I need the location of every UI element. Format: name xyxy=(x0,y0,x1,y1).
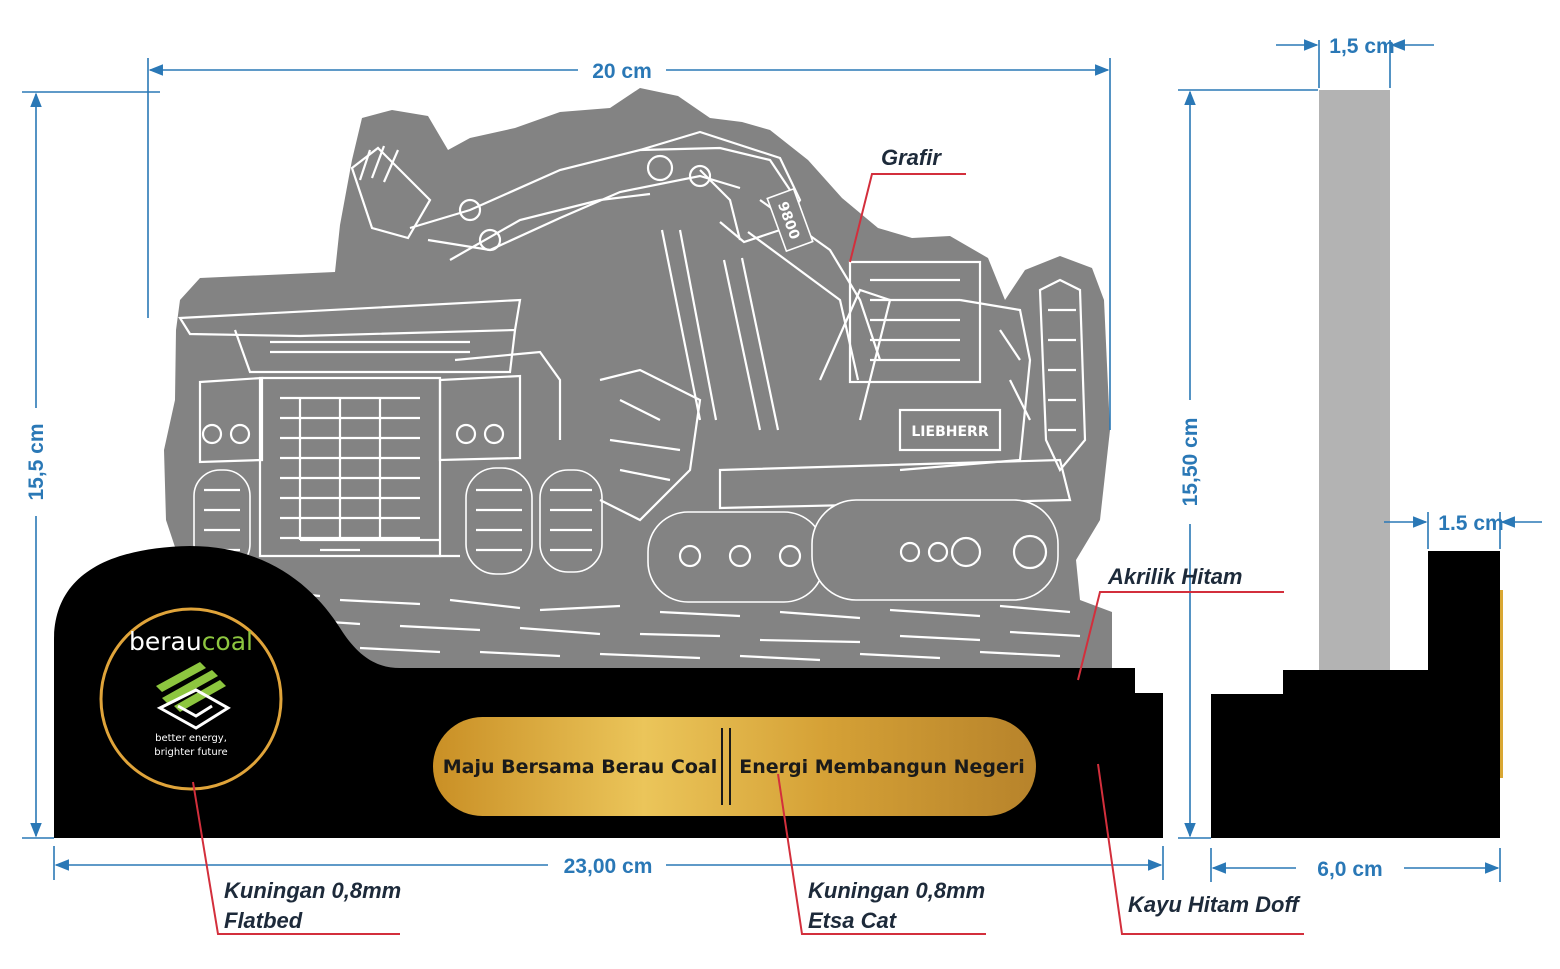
acrylic-panel: LIEBHERR 9800 xyxy=(164,88,1112,668)
side-view xyxy=(1211,90,1503,838)
logo-mark-icon xyxy=(156,662,231,730)
logo-tagline-line2: brighter future xyxy=(154,747,227,758)
side-brass-edge xyxy=(1500,590,1503,778)
dimension-lines: 20 cm 15,5 cm 23,00 cm 15,50 cm 1,5 cm 1… xyxy=(22,35,1542,882)
brass-plate: Maju Bersama Berau Coal Energi Membangun… xyxy=(433,717,1036,816)
callout-base-material: Kayu Hitam Doff xyxy=(1128,892,1301,917)
berau-coal-logo: beraucoal better energy, brighter future xyxy=(99,607,283,791)
side-back-block xyxy=(1428,551,1500,694)
callout-plate-material-line1: Kuningan 0,8mm xyxy=(808,878,985,903)
plate-right-text: Energi Membangun Negeri xyxy=(739,756,1024,778)
excavator-brand-label: LIEBHERR xyxy=(911,424,988,440)
logo-tagline-line1: better energy, xyxy=(155,733,227,744)
dim-side-back-thickness: 1.5 cm xyxy=(1438,512,1503,535)
dim-left-height: 15,5 cm xyxy=(25,423,48,500)
brass-plate-body xyxy=(433,717,1036,816)
black-acrylic-strip xyxy=(380,668,1135,693)
callout-black-acrylic: Akrilik Hitam xyxy=(1107,564,1243,589)
side-wood-base xyxy=(1211,694,1500,838)
dim-base-width: 23,00 cm xyxy=(564,855,653,878)
dim-top-width: 20 cm xyxy=(592,60,652,83)
dim-side-acrylic-thickness: 1,5 cm xyxy=(1329,35,1394,58)
callout-logo-material-line1: Kuningan 0,8mm xyxy=(224,878,401,903)
excavator-illustration: LIEBHERR 9800 xyxy=(350,130,1087,603)
callouts: Grafir Akrilik Hitam Kuningan 0,8mm Flat… xyxy=(192,145,1304,935)
side-acrylic-panel xyxy=(1319,90,1390,670)
dim-side-height: 15,50 cm xyxy=(1179,418,1202,507)
dump-truck-illustration xyxy=(178,298,603,575)
callout-logo-material-line2: Flatbed xyxy=(224,908,303,933)
side-black-acrylic xyxy=(1283,670,1428,694)
plate-left-text: Maju Bersama Berau Coal xyxy=(443,756,718,778)
logo-wordmark: beraucoal xyxy=(129,627,253,656)
dim-side-depth: 6,0 cm xyxy=(1317,858,1382,881)
callout-plate-material-line2: Etsa Cat xyxy=(808,908,898,933)
callout-engraving: Grafir xyxy=(881,145,942,170)
